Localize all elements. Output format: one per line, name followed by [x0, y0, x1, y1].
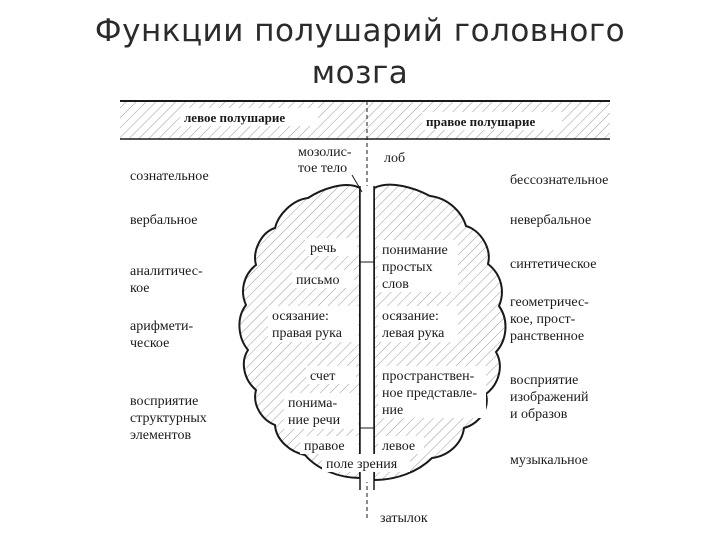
- corpus-callosum-strip: [360, 186, 374, 482]
- brain-right-spatial-2: ное представле-: [382, 386, 477, 401]
- right-item-synthetic: синтетическое: [510, 257, 596, 272]
- left-item-arithmetic-2: ческое: [130, 336, 169, 351]
- right-item-musical: музыкальное: [510, 453, 588, 468]
- brain-left-field-right: правое: [304, 439, 345, 454]
- brain-right-words-3: слов: [382, 277, 409, 292]
- brain-left-understanding-2: ние речи: [288, 413, 341, 428]
- brain-right-spatial-3: ние: [382, 403, 403, 418]
- brain-right-words-1: понимание: [382, 243, 448, 258]
- right-item-images-3: и образов: [510, 407, 568, 422]
- left-item-structural-3: элементов: [130, 428, 191, 443]
- brain-right-touch-2: левая рука: [382, 326, 445, 341]
- header-right-hemisphere: правое полушарие: [426, 114, 535, 129]
- right-item-geometric-3: ранственное: [510, 329, 584, 344]
- brain-left-touch-1: осязание:: [272, 309, 329, 324]
- left-item-arithmetic-1: арифмети-: [130, 319, 193, 334]
- label-corpus-callosum-1: мозолис-: [298, 145, 352, 160]
- label-field-of-view: поле зрения: [326, 457, 398, 472]
- right-item-nonverbal: невербальное: [510, 213, 591, 228]
- brain-left-writing: письмо: [296, 273, 339, 288]
- right-item-geometric-1: геометричес-: [510, 295, 589, 310]
- brain-left-understanding-1: понима-: [288, 396, 337, 411]
- right-item-images-2: изображений: [510, 390, 589, 405]
- label-corpus-callosum-2: тое тело: [298, 161, 347, 176]
- left-item-verbal: вербальное: [130, 213, 197, 228]
- brain-left-counting: счет: [310, 369, 335, 384]
- header-left-hemisphere: левое полушарие: [184, 110, 285, 125]
- brain-right-spatial-1: пространствен-: [382, 369, 475, 384]
- brain-right-words-2: простых: [382, 260, 433, 275]
- brain-right-touch-1: осязание:: [382, 309, 439, 324]
- left-item-structural-1: восприятие: [130, 394, 198, 409]
- brain-right-field-left: левое: [382, 439, 415, 454]
- label-front: лоб: [384, 151, 405, 166]
- right-item-images-1: восприятие: [510, 373, 578, 388]
- left-item-analytic-2: кое: [130, 281, 149, 296]
- right-item-geometric-2: кое, прост-: [510, 312, 576, 327]
- label-back: затылок: [380, 511, 428, 526]
- right-item-unconscious: бессознательное: [510, 173, 608, 188]
- left-item-conscious: сознательное: [130, 169, 209, 184]
- left-item-structural-2: структурных: [130, 411, 207, 426]
- brain-left-touch-2: правая рука: [272, 326, 343, 341]
- left-item-analytic-1: аналитичес-: [130, 264, 203, 279]
- brain-left-speech: речь: [310, 241, 336, 256]
